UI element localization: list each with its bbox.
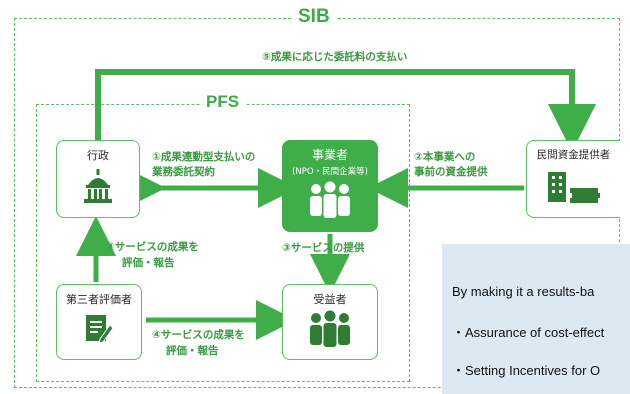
investor-node: 民間資金提供者 [526, 140, 620, 218]
evaluator-node: 第三者評価者 [56, 284, 142, 360]
provider-subtitle: (NPO・民間企業等) [292, 167, 368, 177]
government-label: 行政 [87, 149, 109, 162]
payment-label: ⑤成果に応じた委託料の支払い [262, 51, 408, 63]
government-node: 行政 [56, 140, 140, 218]
contract-label-line2: 業務委託契約 [152, 166, 215, 178]
capitol-icon [84, 169, 112, 203]
report-up-label-line1: ④サービスの成果を [106, 241, 199, 253]
payment-arrow [95, 69, 596, 152]
building-money-icon [547, 172, 600, 203]
group-icon [310, 310, 350, 347]
report-up-label-line2: 評価・報告 [122, 257, 175, 269]
people-icon [310, 181, 350, 218]
investor-label: 民間資金提供者 [536, 149, 611, 161]
sib-label: SIB [292, 6, 336, 28]
document-pen-icon [86, 315, 114, 344]
info-panel: By making it a results-ba ・Assurance of … [442, 244, 630, 394]
provider-title: 事業者 [311, 148, 348, 162]
report-right-label-line2: 評価・報告 [166, 345, 219, 357]
panel-line-1: By making it a results-ba [452, 284, 595, 299]
funding-label-line2: 事前の資金提供 [414, 166, 488, 178]
panel-line-3: ・Setting Incentives for O [452, 363, 601, 378]
pfs-label: PFS [200, 92, 246, 112]
beneficiary-label: 受益者 [313, 293, 347, 306]
panel-line-2: ・Assurance of cost-effect [452, 325, 605, 340]
beneficiary-node: 受益者 [282, 284, 378, 360]
evaluator-label: 第三者評価者 [66, 293, 132, 306]
funding-label-line1: ②本事業への [414, 151, 476, 163]
contract-label-line1: ①成果連動型支払いの [152, 151, 256, 163]
service-label: ③サービスの提供 [282, 242, 365, 254]
report-right-label-line1: ④サービスの成果を [152, 329, 245, 341]
provider-node: 事業者 (NPO・民間企業等) [282, 140, 378, 232]
